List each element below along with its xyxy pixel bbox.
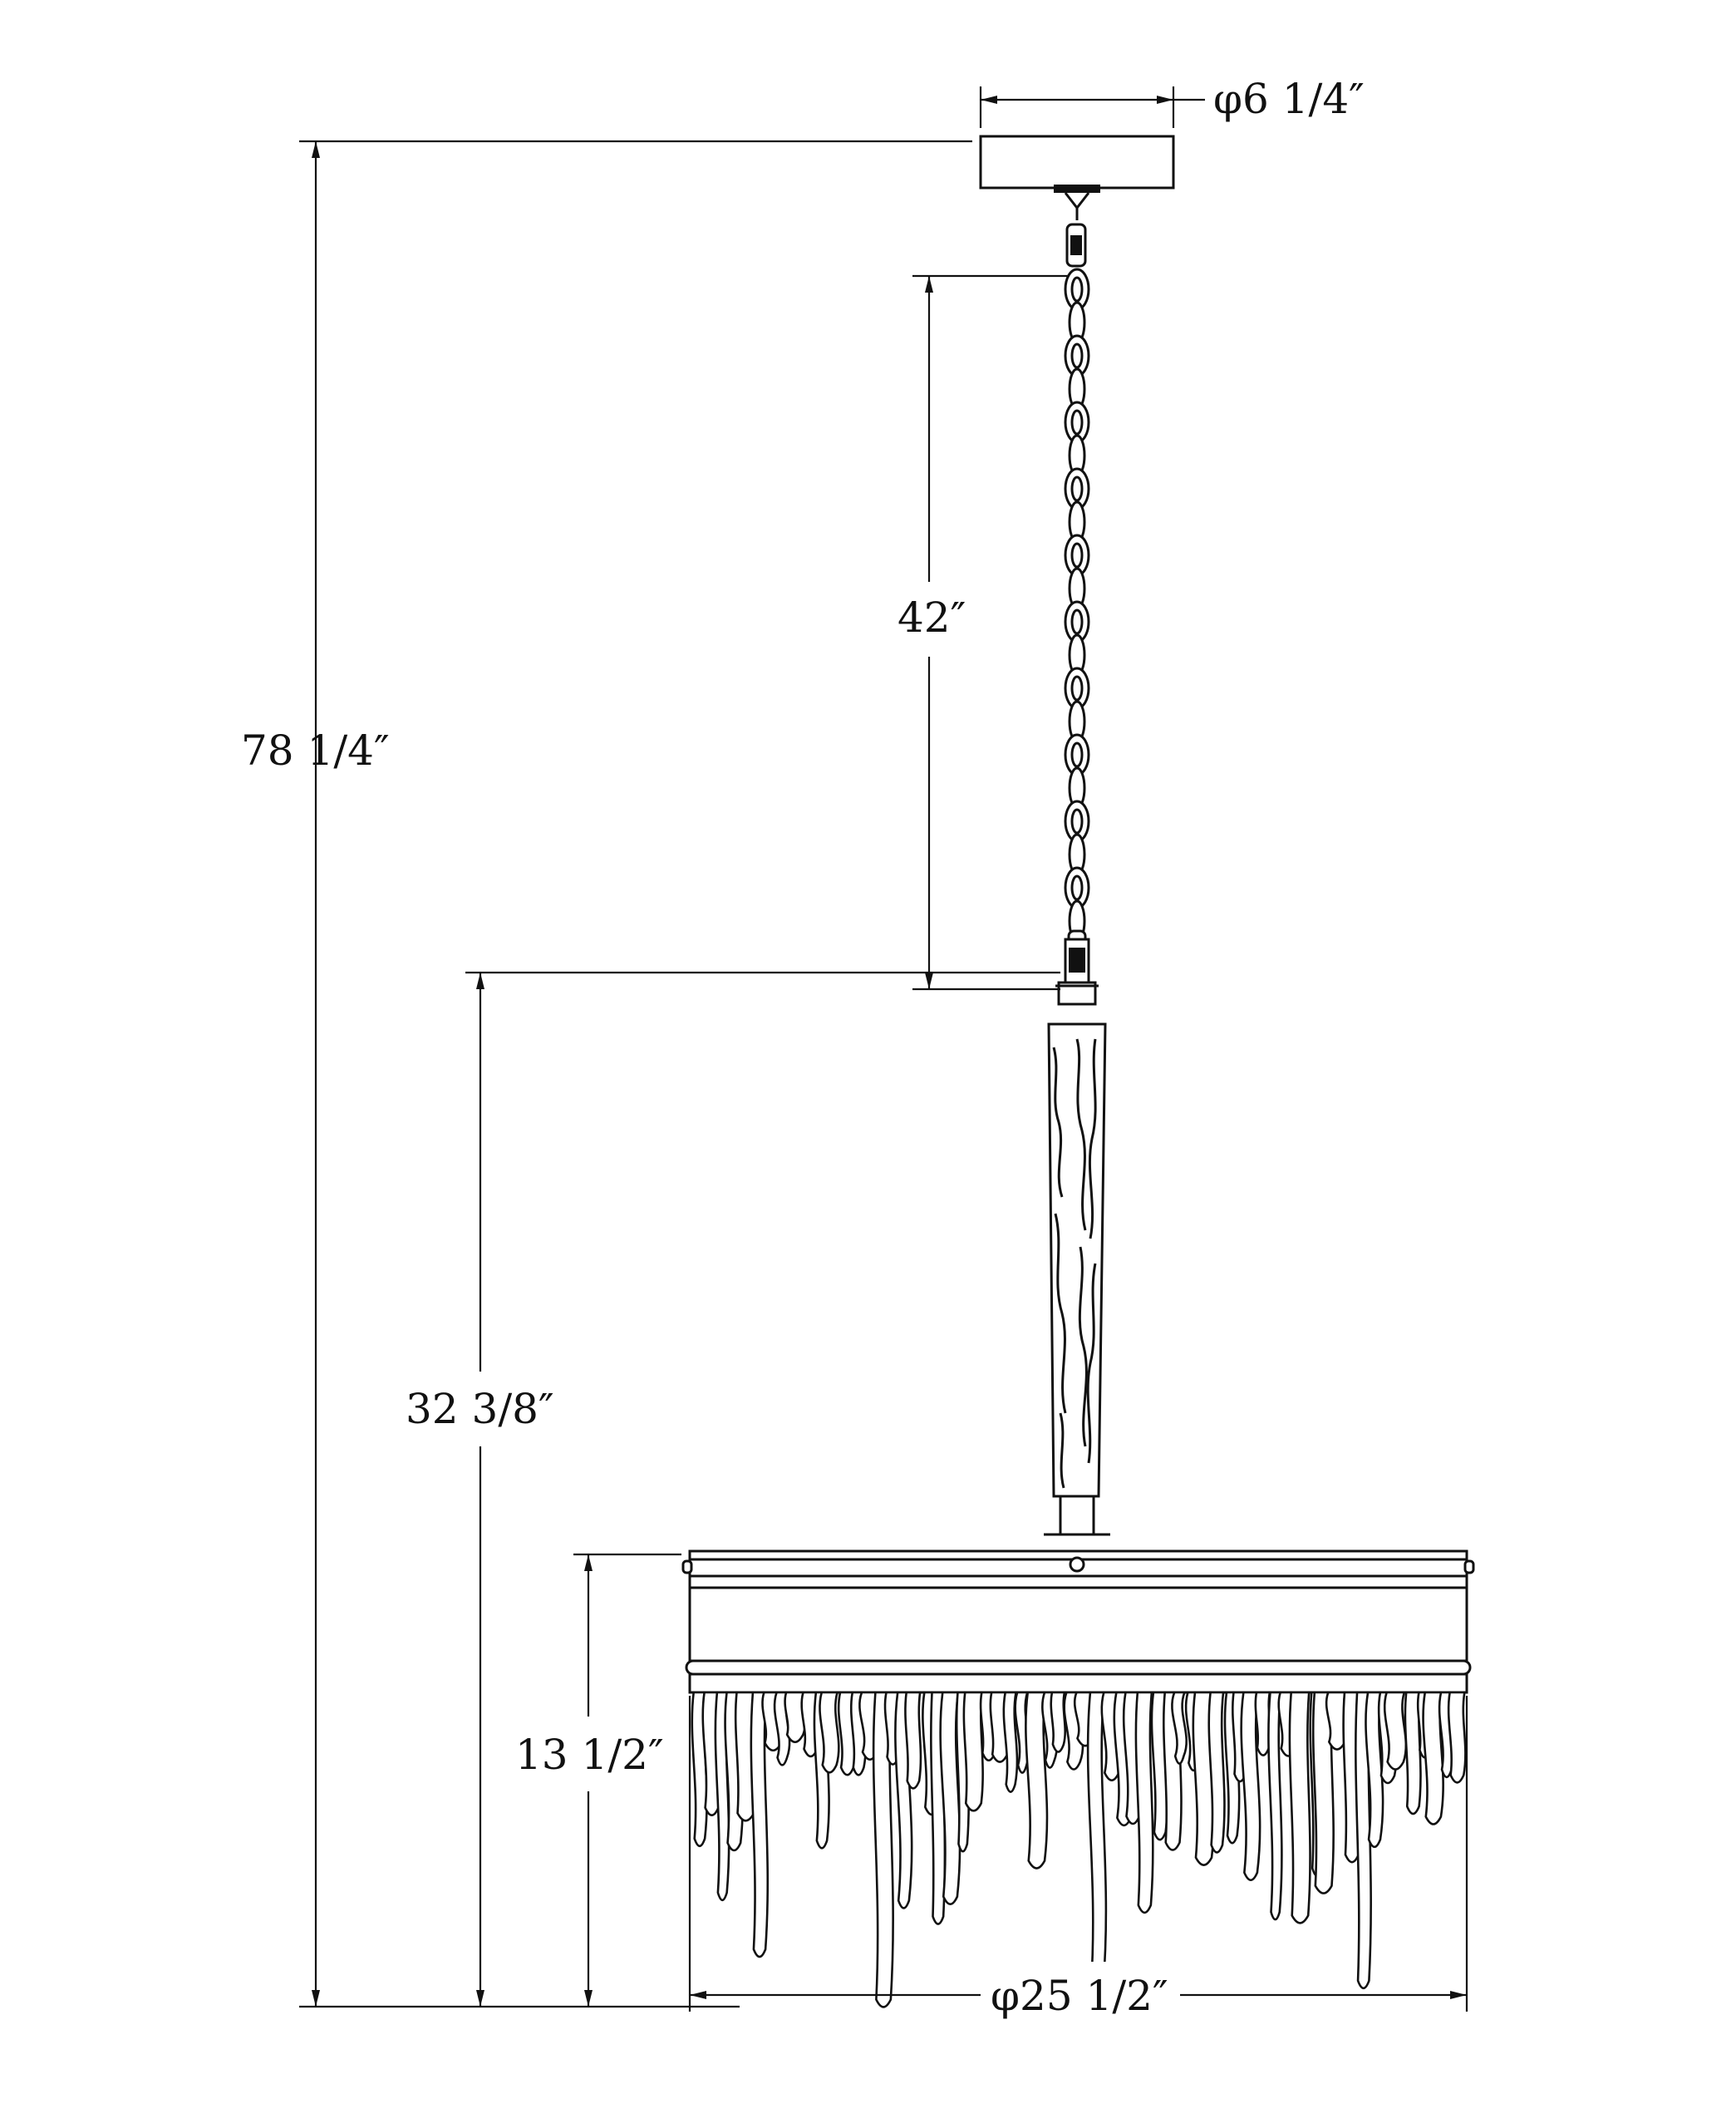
chain-link-inner — [1070, 741, 1084, 768]
drip-strand — [1050, 1691, 1066, 1753]
drip-strand — [1025, 1691, 1049, 1869]
drip-strand — [1171, 1691, 1188, 1765]
chain-length-dimension — [881, 274, 1069, 991]
drip-strand — [939, 1691, 961, 1905]
canopy-diameter-label: φ6 1/4″ — [1213, 75, 1365, 123]
fixture-height-label: 32 3/8″ — [406, 1385, 554, 1433]
chain — [1064, 223, 1090, 963]
chain-link-inner — [1070, 874, 1084, 901]
canopy-diameter-dimension — [979, 86, 1205, 128]
chain-link-inner — [1070, 475, 1084, 502]
drip-strand — [1447, 1691, 1467, 1784]
drum-body — [681, 1549, 1475, 1694]
chain-link-inner — [1070, 342, 1084, 369]
drip-strand — [1365, 1691, 1384, 1849]
body-diameter-label: φ25 1/2″ — [991, 1972, 1168, 2020]
drip-strand — [1383, 1691, 1408, 1771]
drip-strand — [1086, 1691, 1108, 1995]
chain-link-inner — [1070, 409, 1084, 436]
drip-strand — [962, 1691, 984, 1812]
body-diameter-dimension — [688, 1696, 1468, 2028]
drip-fringe — [691, 1691, 1467, 2008]
drip-strand — [750, 1691, 770, 1958]
drip-strand — [1288, 1691, 1311, 1924]
chain-length-label: 42″ — [898, 594, 966, 642]
overall-height-dimension — [299, 140, 972, 2008]
drip-strand — [904, 1691, 922, 1790]
drip-strand — [1002, 1691, 1019, 1793]
drip-strand — [1267, 1691, 1283, 1921]
chain-link-inner — [1070, 608, 1084, 635]
overall-height-label: 78 1/4″ — [241, 727, 390, 775]
drip-strand — [819, 1691, 840, 1774]
body-height-label: 13 1/2″ — [515, 1731, 664, 1779]
chain-link-inner — [1070, 542, 1084, 569]
drip-strand — [1134, 1691, 1154, 1914]
ceiling-canopy — [979, 135, 1175, 220]
chain-link-inner — [1070, 675, 1084, 702]
drip-strand — [1240, 1691, 1261, 1881]
body-height-dimension — [507, 1553, 681, 2007]
chain-link-inner — [1070, 808, 1084, 835]
fixture-height-dimension — [395, 971, 1060, 2007]
drip-strand — [1422, 1691, 1444, 1825]
chain-link-inner — [1070, 276, 1084, 303]
stem-with-drip-ornament — [1044, 938, 1110, 1536]
drip-strand — [1207, 1691, 1226, 1854]
drip-strand — [872, 1691, 894, 2008]
